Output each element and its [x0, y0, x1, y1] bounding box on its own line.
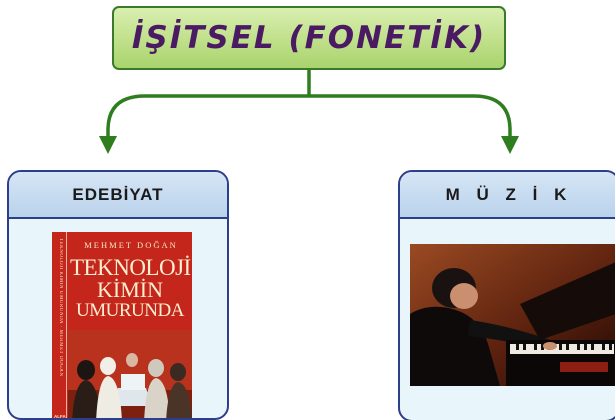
book-title-line-2: KİMİN — [97, 277, 163, 302]
top-category-box: İŞİTSEL (FONETİK) — [112, 6, 506, 70]
connector-right-branch — [309, 94, 512, 138]
connector-left-branch — [106, 94, 309, 138]
book-publisher: ALFA — [54, 414, 66, 419]
book-title: TEKNOLOJİ KİMİN UMURUNDA — [70, 255, 191, 321]
music-panel: M Ü Z İ K — [398, 170, 615, 420]
literature-panel-title: EDEBİYAT — [72, 184, 164, 204]
book-title-line-3: UMURUNDA — [76, 300, 184, 321]
music-panel-header: M Ü Z İ K — [400, 172, 615, 219]
music-panel-title: M Ü Z İ K — [445, 184, 573, 204]
book-spine-text: TEKNOLOJİ KİMİN UMURUNDA · MEHMET DOĞAN — [58, 238, 63, 377]
arrow-head-right — [501, 136, 519, 154]
arrow-head-left — [99, 136, 117, 154]
top-category-title: İŞİTSEL (FONETİK) — [131, 20, 487, 56]
book-title-line-1: TEKNOLOJİ — [70, 255, 191, 280]
book-author: MEHMET DOĞAN — [84, 240, 178, 250]
literature-panel: EDEBİYAT TEKNOLOJİ KİMİN UMURUNDA · MEHM… — [7, 170, 229, 420]
book-cover-photo — [68, 330, 192, 418]
literature-panel-header: EDEBİYAT — [9, 172, 227, 219]
book-spine-divider — [66, 232, 67, 418]
pianist-photo — [410, 244, 615, 386]
book-cover-image: TEKNOLOJİ KİMİN UMURUNDA · MEHMET DOĞAN … — [52, 232, 192, 419]
